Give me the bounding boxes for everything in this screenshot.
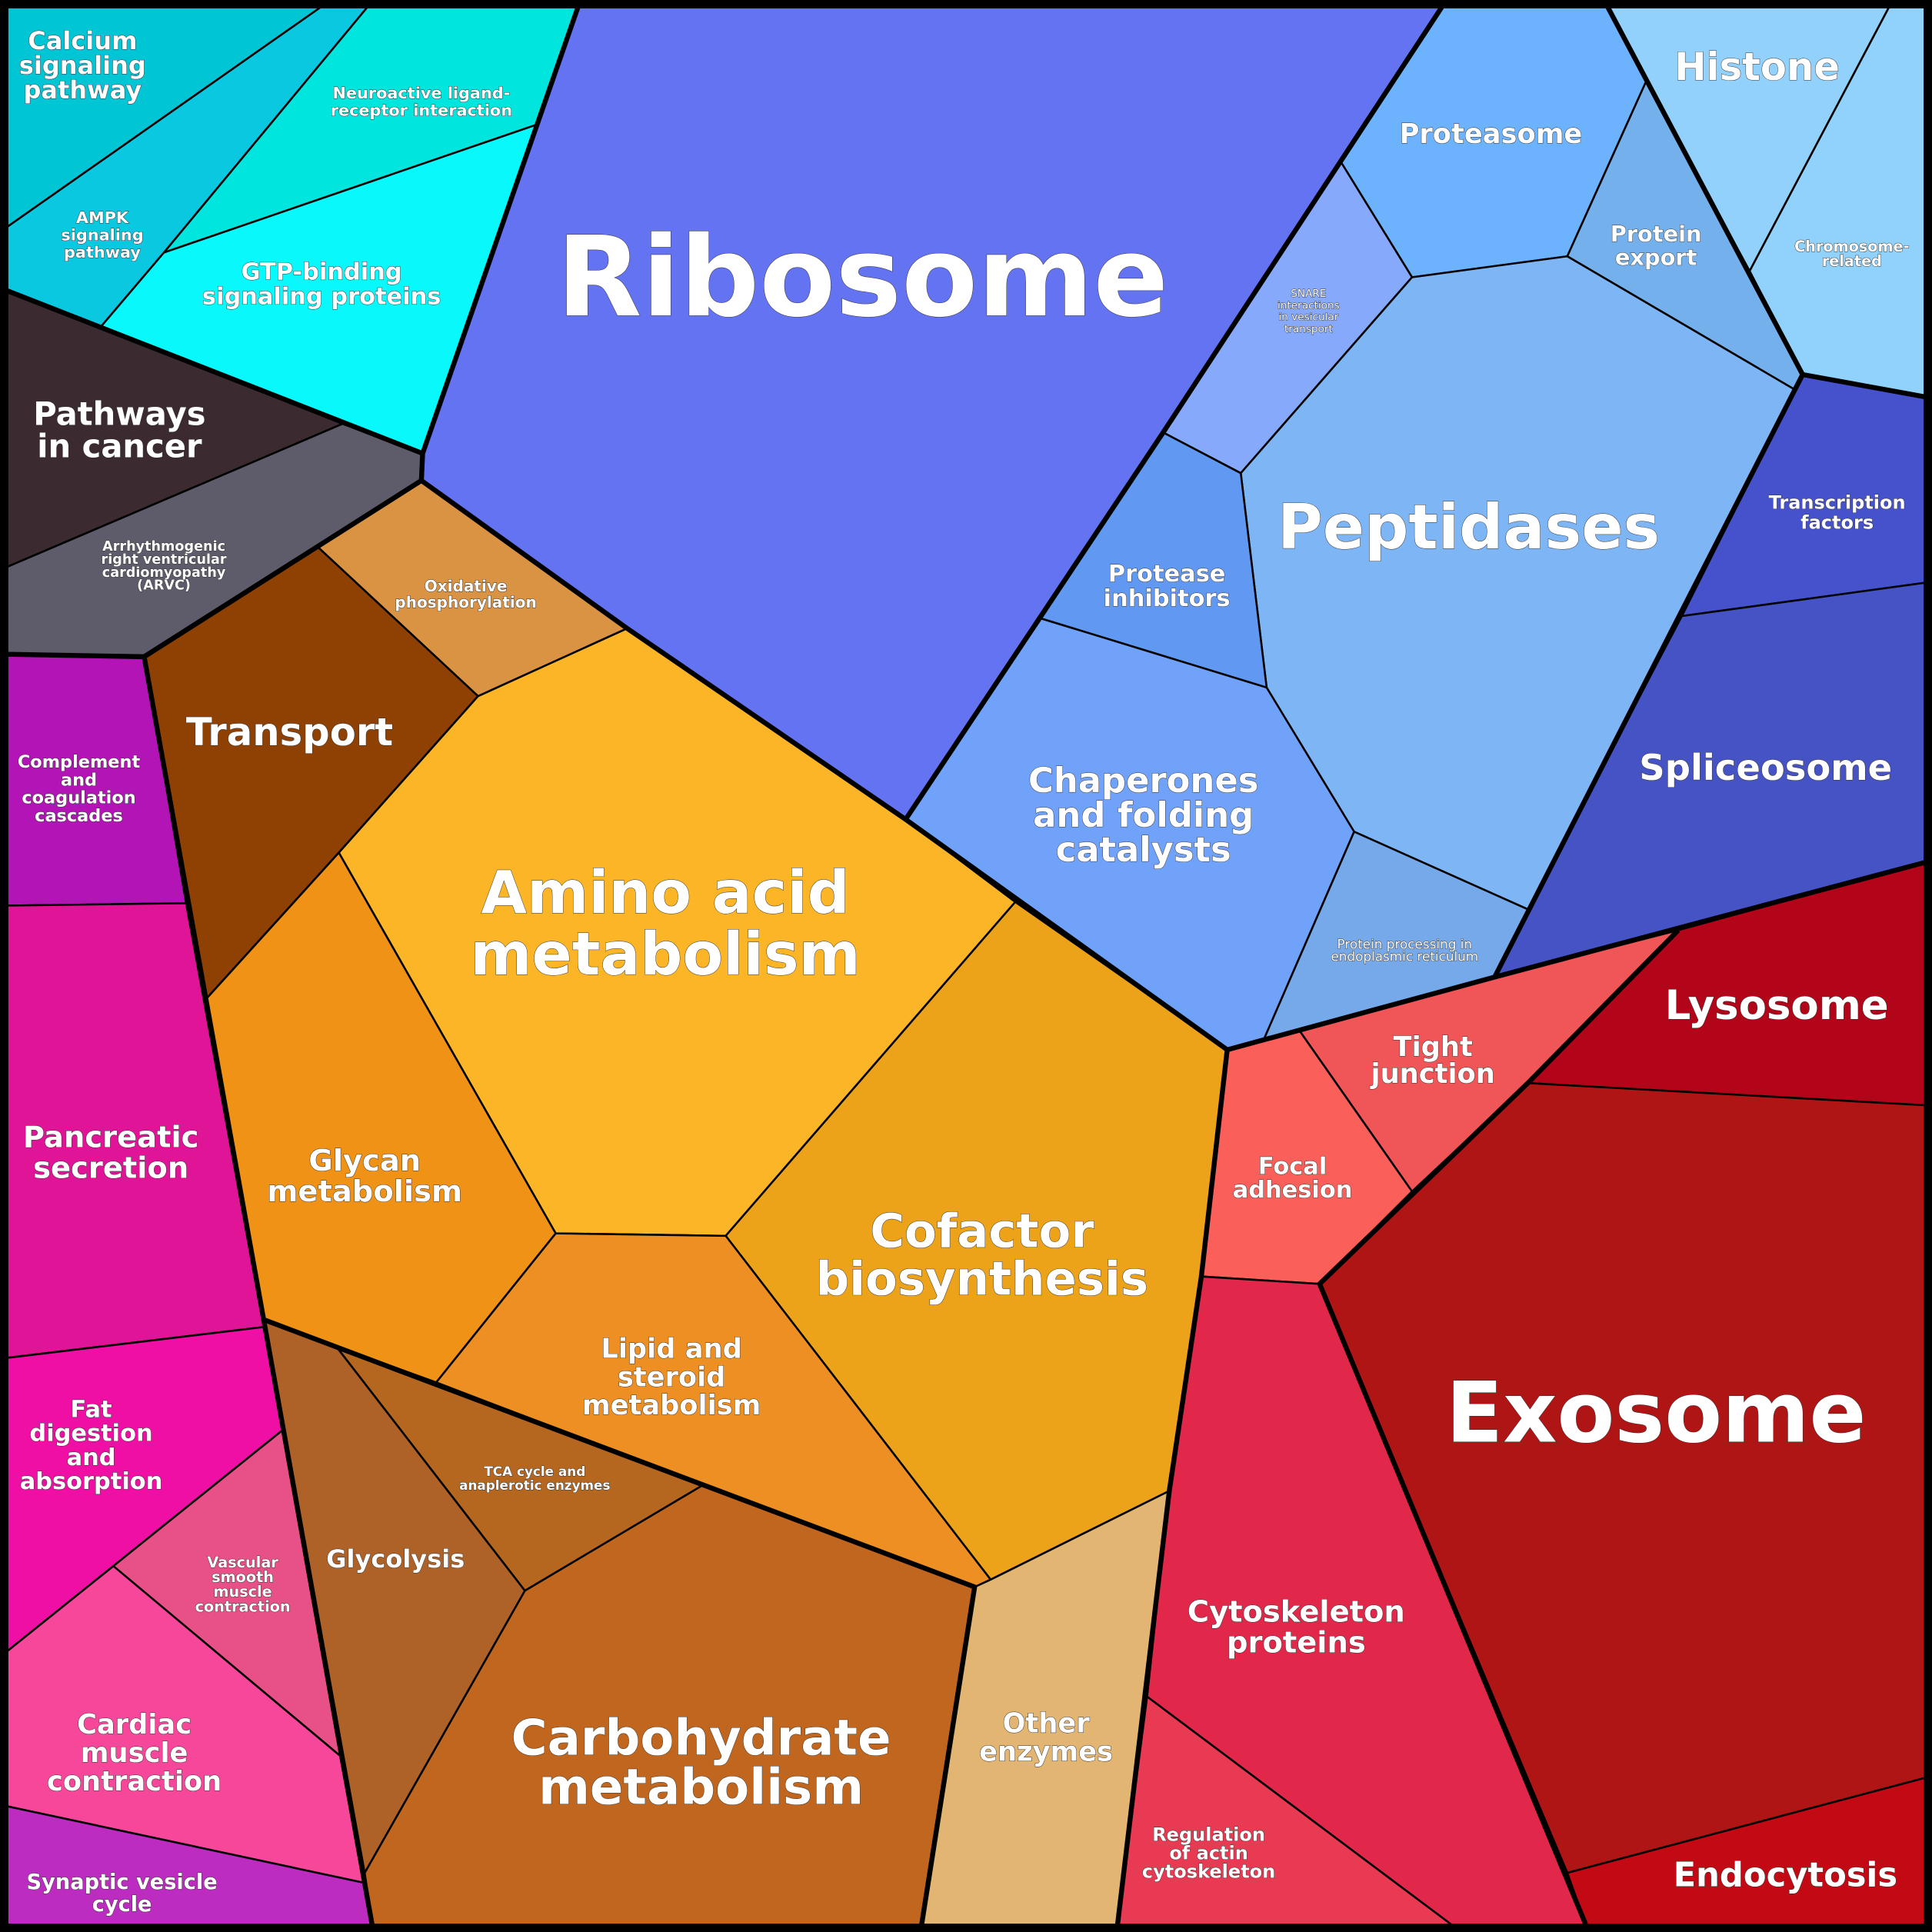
label-transport: Transport: [186, 710, 393, 754]
label-histone: Histone: [1674, 45, 1840, 89]
label-neuro: Neuroactive ligand-receptor interaction: [331, 84, 512, 119]
label-glycolysis: Glycolysis: [326, 1544, 465, 1574]
label-proteasome: Proteasome: [1400, 118, 1583, 150]
label-chromosome: Chromosome-related: [1794, 238, 1909, 270]
label-exosome: Exosome: [1446, 1364, 1867, 1461]
label-peptidases: Peptidases: [1277, 491, 1660, 563]
label-lysosome: Lysosome: [1665, 982, 1889, 1029]
label-splice: Spliceosome: [1639, 747, 1892, 788]
label-ribosome: Ribosome: [557, 213, 1169, 342]
label-endocytosis: Endocytosis: [1674, 1857, 1898, 1895]
